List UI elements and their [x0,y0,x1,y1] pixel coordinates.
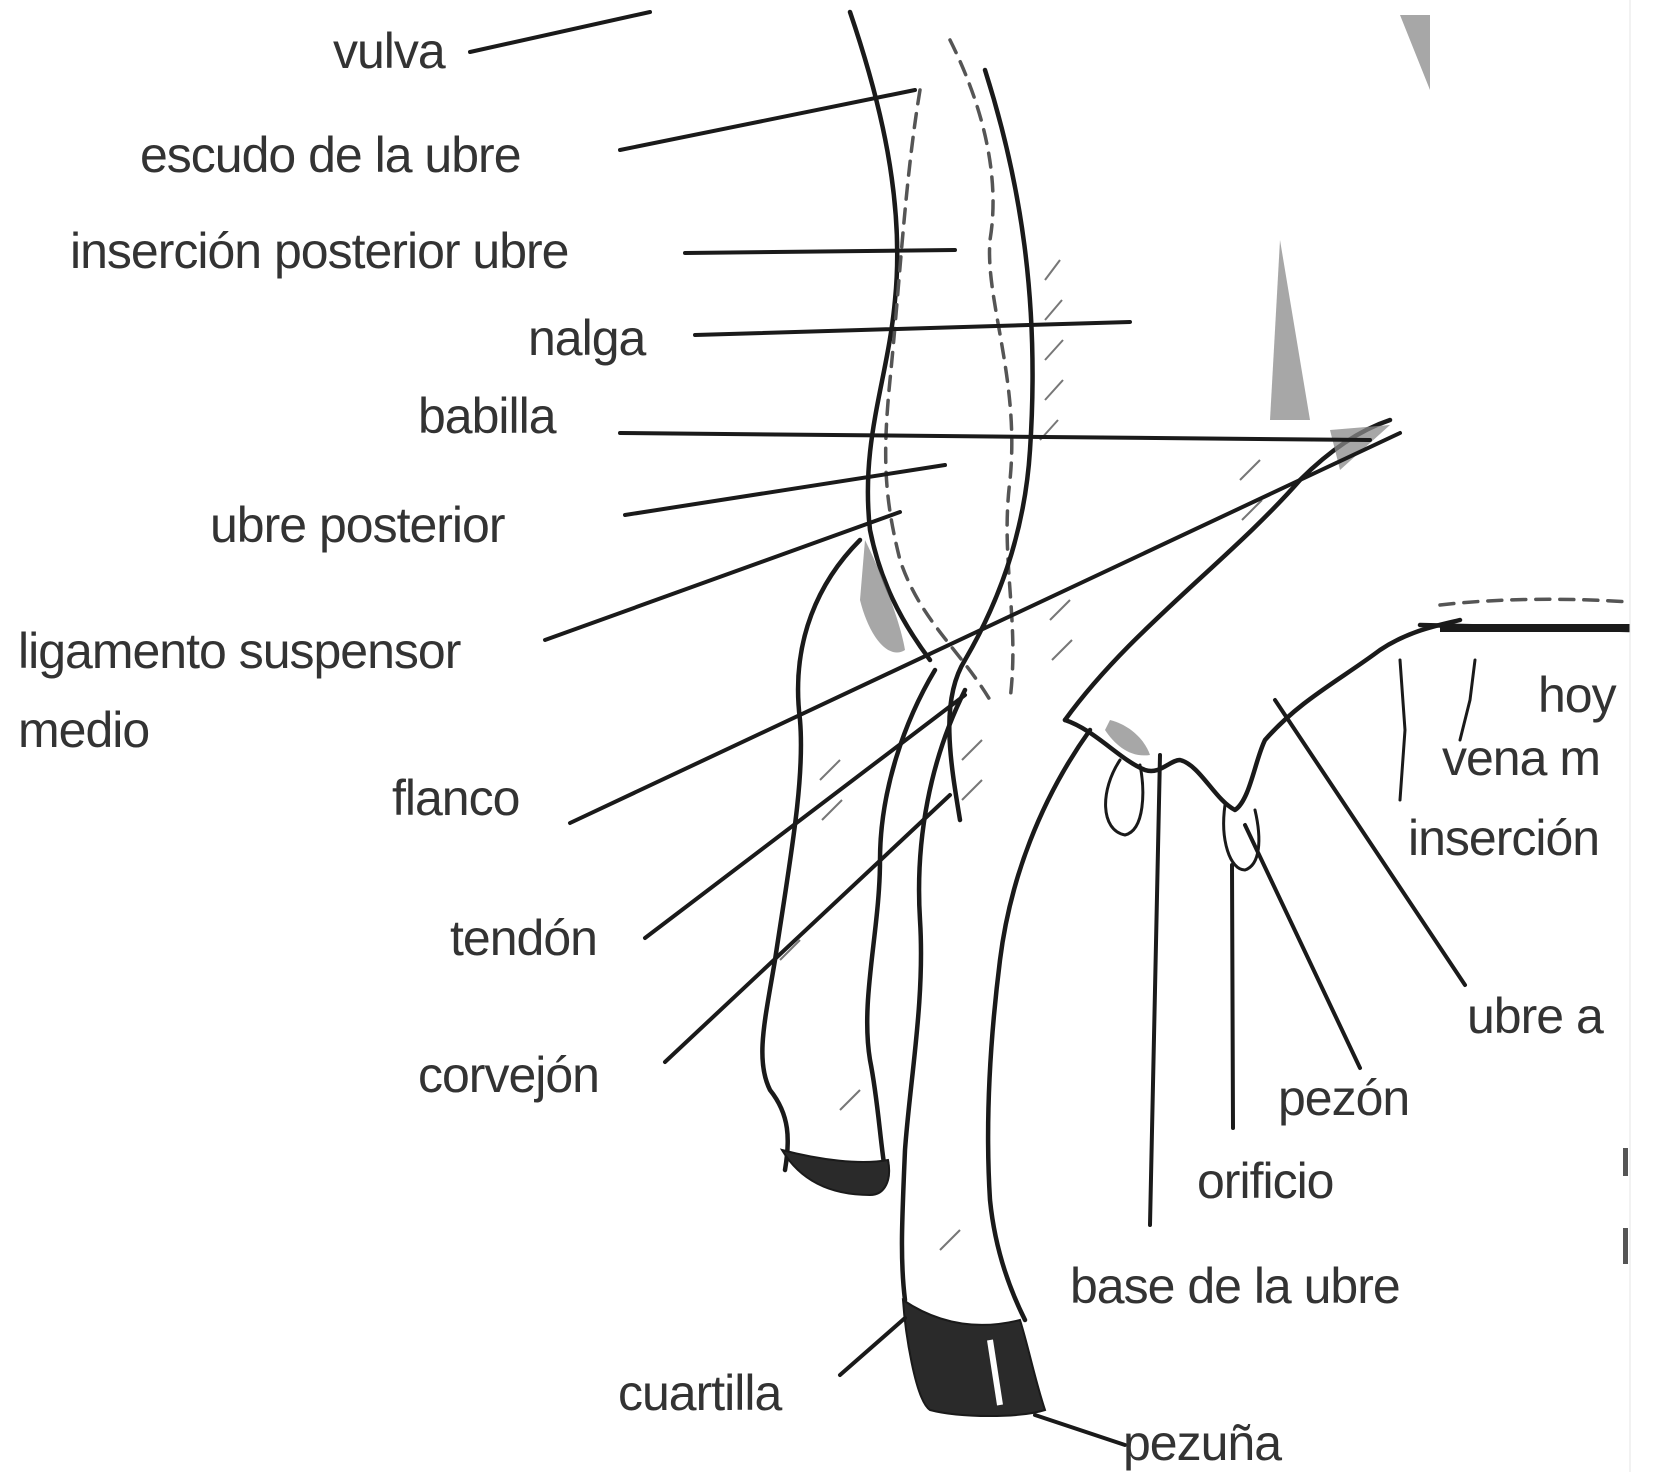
teat-front [1224,805,1259,870]
label-base-de-la-ubre: base de la ubre [1070,1258,1400,1314]
label-pezon: pezón [1278,1070,1409,1126]
leader-base-ubre [1150,755,1160,1225]
leader-insercion-posterior [685,250,955,253]
label-flanco: flanco [392,770,519,826]
label-orificio: orificio [1197,1153,1333,1209]
insertion-tick-1 [1400,660,1405,800]
teat-rear [1106,760,1143,835]
labels: vulva escudo de la ubre inserción poster… [18,23,1617,1471]
shade-thigh [1270,240,1310,420]
leader-pezon [1245,825,1360,1068]
leader-flanco [570,433,1400,823]
leader-lines [470,12,1465,1445]
leader-cuartilla [840,1318,905,1375]
label-babilla: babilla [418,388,557,444]
right-crop-edge [1630,0,1654,1472]
hoof-left [782,1150,889,1195]
leader-ubre-posterior [625,465,945,515]
rear-body-contour [850,12,930,660]
leader-escudo [620,90,915,150]
edge-mark-bottom [1623,1228,1628,1264]
hatch-marks [780,260,1262,1250]
leader-pezuna [1035,1415,1125,1445]
label-hoyo: hoy [1538,667,1617,723]
label-vena-mamaria: vena m [1442,730,1600,786]
label-ubre-posterior: ubre posterior [210,497,505,553]
leader-vulva [470,12,650,52]
label-pezuna: pezuña [1123,1415,1282,1471]
edge-mark-top [1623,1148,1628,1176]
label-escudo-de-la-ubre: escudo de la ubre [140,127,521,183]
label-corvejon: corvejón [418,1047,599,1103]
label-ubre-anterior: ubre a [1467,988,1604,1044]
leader-orificio [1232,865,1233,1128]
label-ligamento-medio: medio [18,702,149,758]
belly-dark-band [1440,624,1630,632]
leader-nalga [695,322,1130,335]
label-nalga: nalga [528,310,647,366]
rear-udder-dashed [886,90,990,700]
milk-vein-dashed [1440,599,1630,605]
label-cuartilla: cuartilla [618,1365,782,1421]
front-leg-contour-right [988,730,1090,1320]
label-tendon: tendón [450,910,597,966]
back-leg-left-contour [762,540,860,1170]
insertion-tick-2 [1460,660,1475,740]
shade-tail [1400,15,1430,90]
label-insercion-anterior: inserción [1408,810,1599,866]
leader-ligamento [545,512,900,640]
leader-babilla [620,433,1370,440]
label-insercion-posterior-ubre: inserción posterior ubre [70,223,569,279]
label-ligamento-suspensor: ligamento suspensor [18,623,461,679]
label-vulva: vulva [333,23,446,79]
leader-corvejon [665,795,950,1062]
